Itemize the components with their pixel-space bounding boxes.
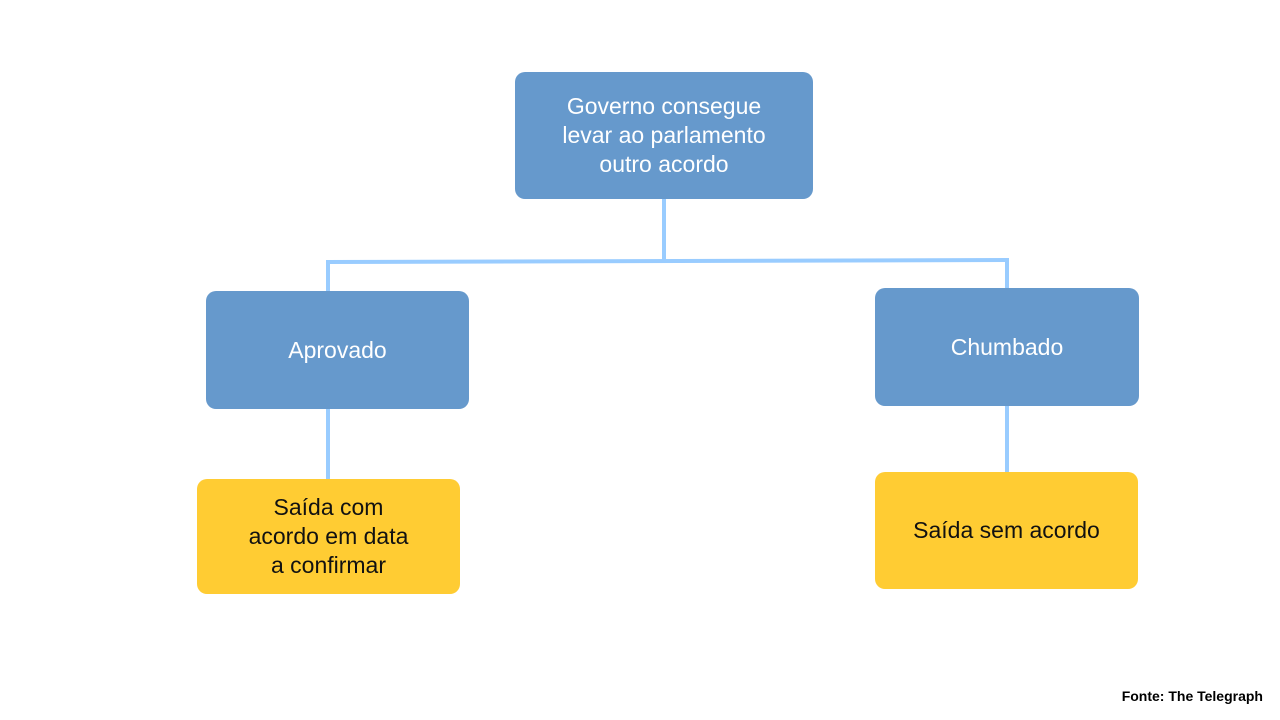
node-line: acordo em data bbox=[248, 523, 409, 549]
node-aprovado-label: Aprovado bbox=[288, 336, 387, 363]
node-line: outro acordo bbox=[599, 151, 729, 177]
node-line: a confirmar bbox=[270, 552, 387, 578]
source-caption: Fonte: The Telegraph bbox=[1121, 688, 1263, 704]
node-chumbado: Chumbado bbox=[875, 288, 1139, 406]
node-line: levar ao parlamento bbox=[562, 122, 766, 148]
node-governo-consegue: Governo consegue levar ao parlamento out… bbox=[515, 72, 813, 199]
node-aprovado: Aprovado bbox=[206, 291, 469, 409]
node-saida-com-acordo: Saída com acordo em data a confirmar bbox=[197, 479, 460, 594]
node-governo-consegue-text: Governo consegue levar ao parlamento out… bbox=[562, 92, 765, 179]
node-chumbado-label: Chumbado bbox=[950, 333, 1064, 360]
node-saida-sem-acordo-label: Saída sem acordo bbox=[913, 517, 1100, 543]
node-line: Saída com bbox=[273, 494, 384, 520]
node-saida-com-acordo-text: Saída com acordo em data a confirmar bbox=[249, 493, 409, 580]
connector-horizontal-bar bbox=[327, 258, 1008, 264]
node-line: Governo consegue bbox=[566, 93, 762, 119]
node-saida-sem-acordo: Saída sem acordo bbox=[875, 472, 1138, 589]
